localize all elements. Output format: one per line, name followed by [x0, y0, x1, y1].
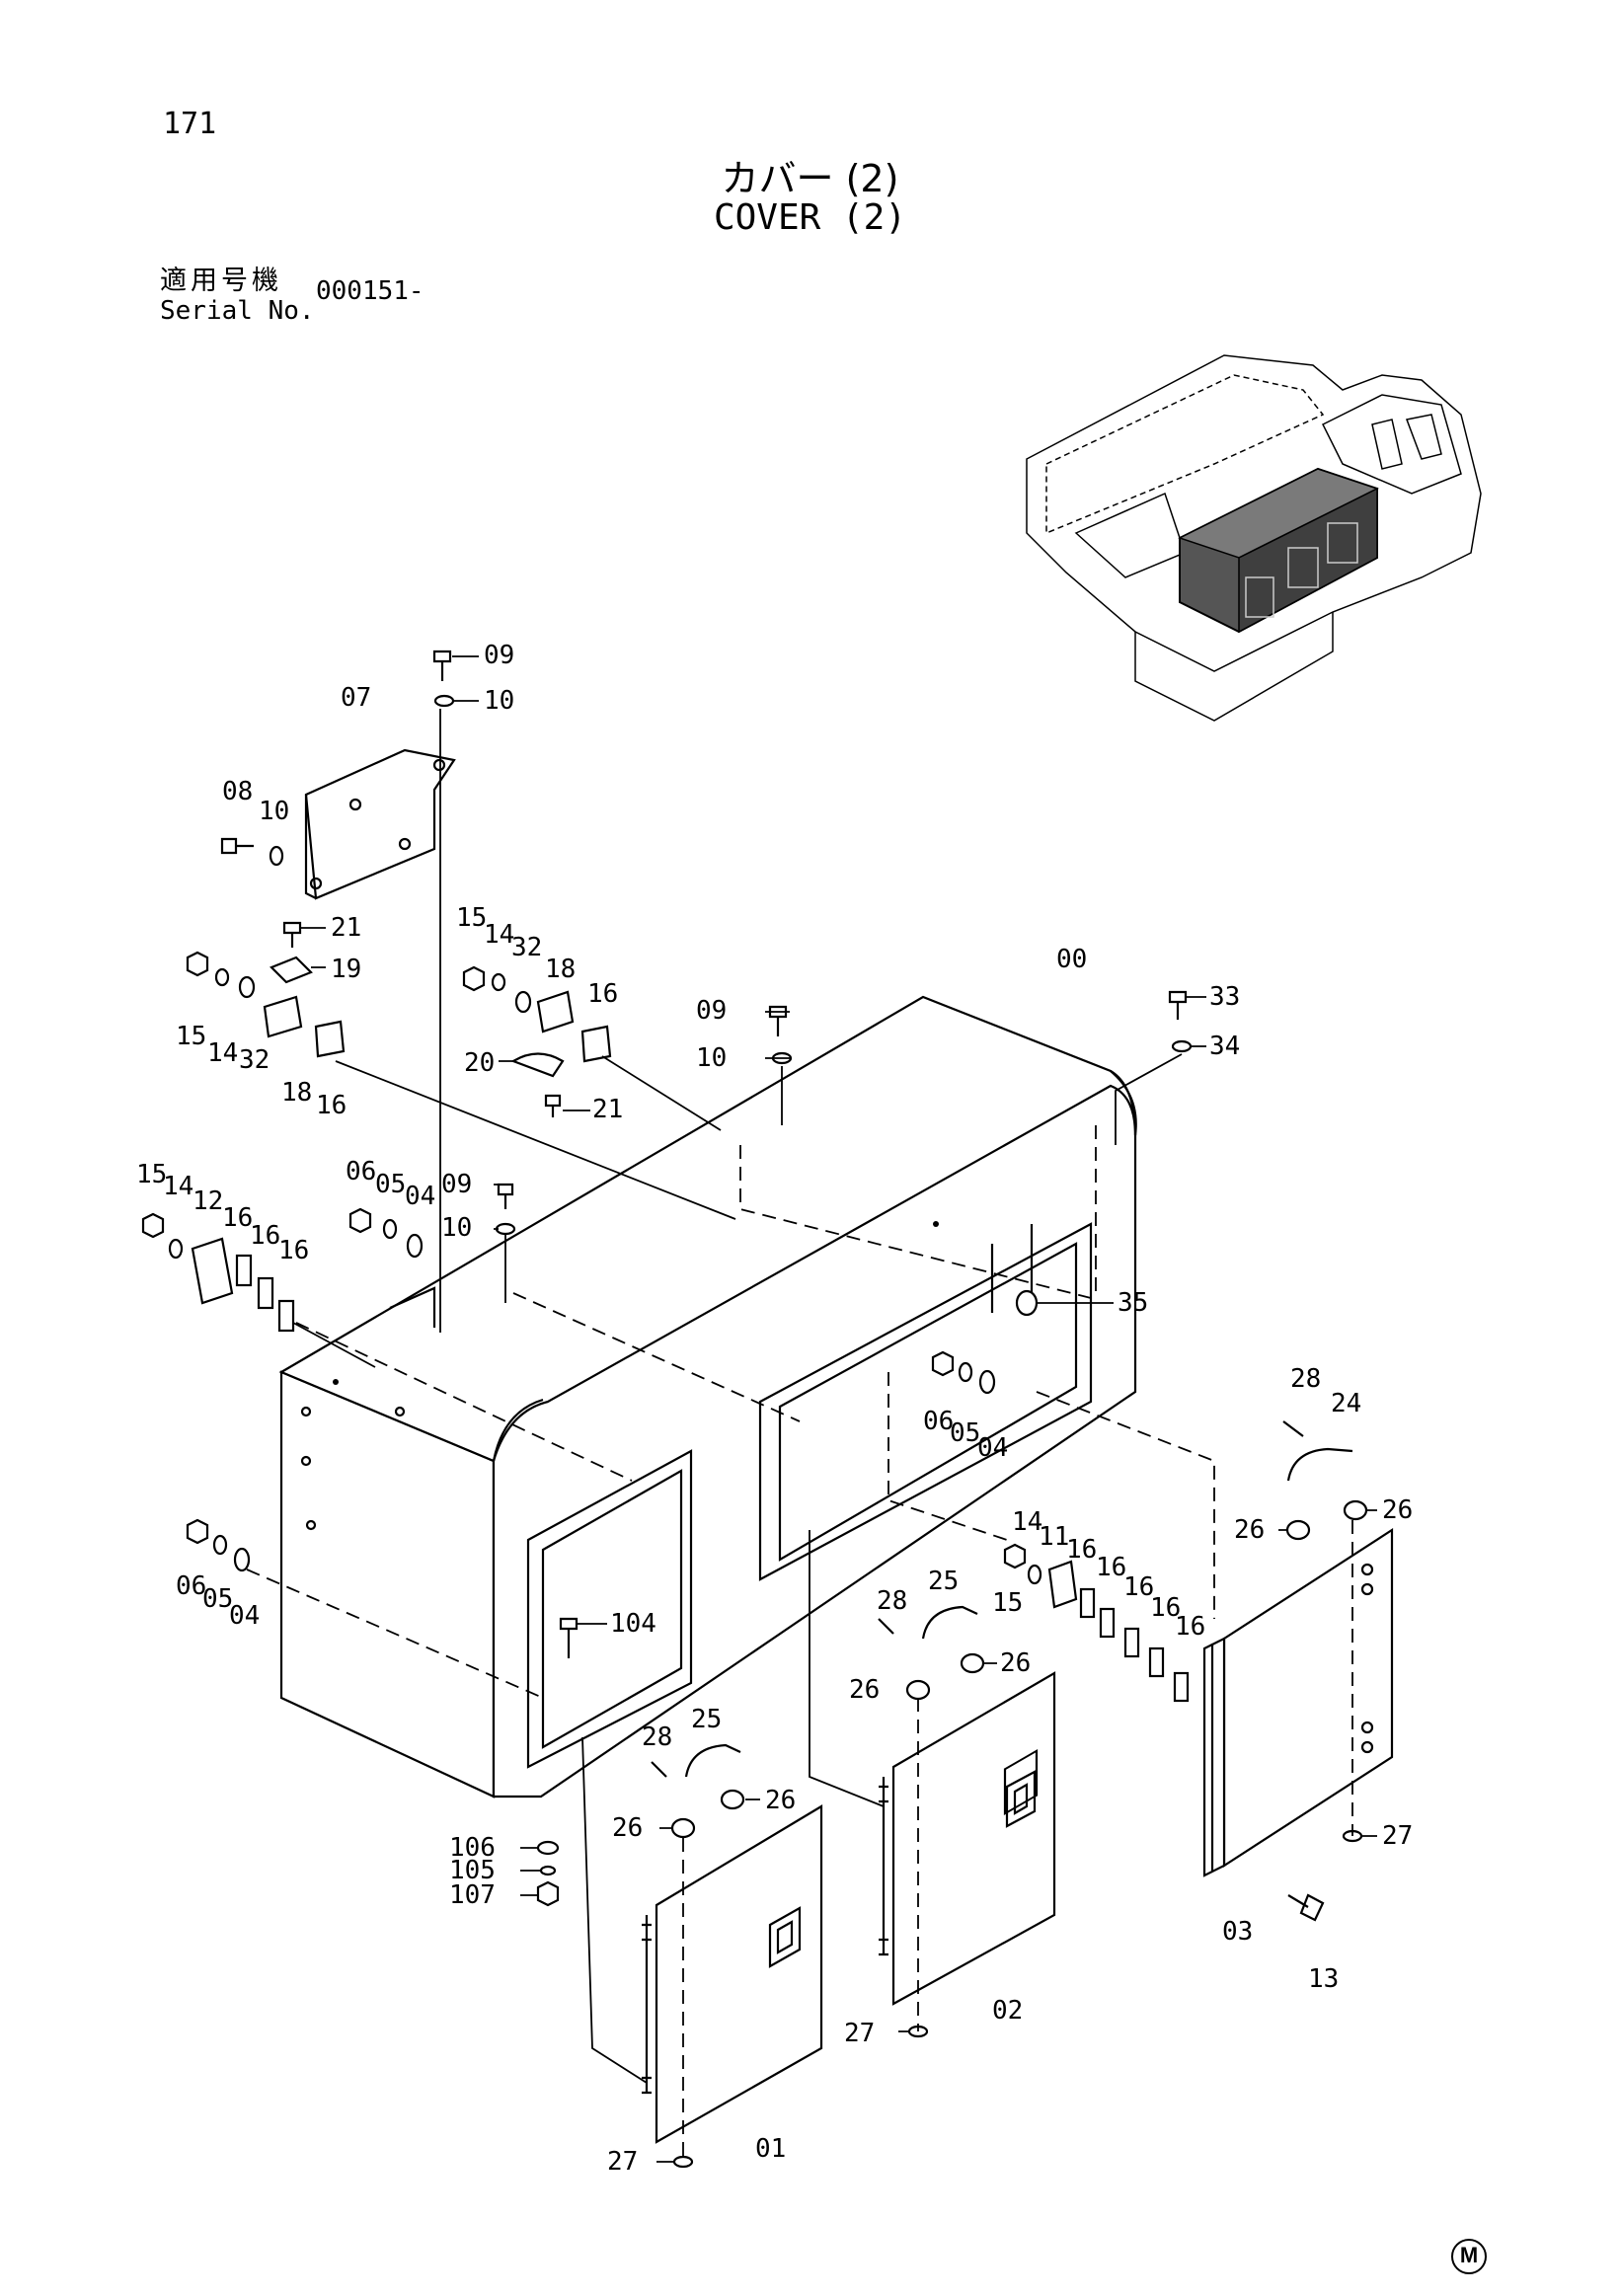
callout-28: 28	[1290, 1364, 1321, 1394]
hardware-parts	[141, 650, 1368, 2169]
callout-16: 16	[587, 979, 618, 1009]
callout-01: 01	[755, 2134, 786, 2164]
callout-15: 15	[136, 1160, 167, 1189]
callout-leaders	[301, 655, 1377, 2163]
callout-27: 27	[607, 2147, 638, 2177]
machine-overview-thumbnail	[1026, 354, 1482, 722]
serial-label-jp: 適用号機	[160, 266, 282, 296]
callout-14: 14	[163, 1172, 193, 1201]
callout-16: 16	[250, 1221, 280, 1251]
callout-25: 25	[928, 1567, 959, 1596]
callout-10: 10	[696, 1043, 727, 1073]
callout-13: 13	[1308, 1964, 1339, 1994]
callout-35: 35	[1118, 1288, 1148, 1318]
callout-104: 104	[610, 1609, 656, 1639]
callout-105: 105	[449, 1856, 496, 1885]
callout-14: 14	[1012, 1507, 1042, 1537]
callout-labels: 09 10 07 08 10 21 19 15 14 32 18 16 15 1…	[136, 641, 1413, 2177]
callout-16: 16	[222, 1203, 253, 1233]
callout-04: 04	[977, 1433, 1008, 1463]
callout-106: 106	[449, 1833, 496, 1863]
callout-26: 26	[1382, 1495, 1413, 1525]
callout-16: 16	[1150, 1593, 1181, 1623]
page-title-en: COVER (2)	[713, 197, 907, 238]
page-number: 171	[163, 107, 217, 141]
callout-07: 07	[341, 683, 371, 713]
callout-26: 26	[1000, 1648, 1031, 1678]
callout-27: 27	[1382, 1821, 1413, 1851]
callout-14: 14	[484, 920, 514, 950]
callout-107: 107	[449, 1880, 496, 1910]
callout-15: 15	[456, 903, 487, 933]
manufacturer-mark-icon: M	[1451, 2239, 1487, 2274]
callout-33: 33	[1209, 982, 1240, 1012]
callout-10: 10	[259, 797, 289, 826]
callout-28: 28	[877, 1586, 907, 1616]
callout-10: 10	[484, 686, 514, 716]
callout-28: 28	[642, 1722, 672, 1752]
callout-20: 20	[464, 1048, 495, 1078]
callout-11: 11	[1039, 1522, 1069, 1552]
callout-26: 26	[612, 1813, 643, 1843]
callout-18: 18	[281, 1078, 312, 1108]
callout-00: 00	[1056, 945, 1087, 974]
callout-09: 09	[441, 1170, 472, 1199]
callout-04: 04	[405, 1182, 435, 1211]
callout-05: 05	[202, 1584, 233, 1614]
callout-26: 26	[765, 1786, 796, 1815]
page-title-jp: カバー (2)	[721, 157, 899, 200]
callout-16: 16	[1096, 1553, 1126, 1582]
callout-03: 03	[1222, 1917, 1253, 1947]
callout-04: 04	[229, 1601, 260, 1631]
callout-14: 14	[207, 1038, 238, 1068]
callout-32: 32	[239, 1045, 270, 1075]
callout-08: 08	[222, 777, 253, 806]
callout-32: 32	[511, 933, 542, 962]
callout-24: 24	[1331, 1389, 1361, 1418]
callout-26: 26	[849, 1675, 880, 1705]
callout-06: 06	[176, 1571, 206, 1601]
callout-25: 25	[691, 1705, 722, 1734]
callout-06: 06	[923, 1407, 954, 1436]
callout-09: 09	[484, 641, 514, 670]
callout-06: 06	[346, 1157, 376, 1186]
callout-09: 09	[696, 996, 727, 1026]
door-01	[642, 1804, 823, 2144]
callout-02: 02	[992, 1996, 1023, 2026]
assembly-lines	[246, 709, 1353, 2162]
callout-15: 15	[992, 1588, 1023, 1618]
callout-18: 18	[545, 955, 576, 984]
callout-15: 15	[176, 1022, 206, 1051]
callout-16: 16	[1175, 1612, 1205, 1642]
callout-26: 26	[1234, 1515, 1265, 1545]
callout-16: 16	[1066, 1535, 1097, 1565]
callout-21: 21	[592, 1095, 623, 1124]
callout-19: 19	[331, 955, 361, 984]
callout-21: 21	[331, 913, 361, 943]
callout-16: 16	[1123, 1572, 1154, 1602]
cover-body-00	[278, 995, 1215, 1799]
serial-value: 000151-	[316, 276, 424, 306]
callout-16: 16	[278, 1236, 309, 1265]
callout-34: 34	[1209, 1032, 1240, 1061]
callout-12: 12	[193, 1186, 223, 1216]
door-02	[879, 1671, 1056, 2006]
callout-16: 16	[316, 1091, 347, 1120]
callout-27: 27	[844, 2019, 875, 2048]
serial-label-en: Serial No.	[160, 296, 315, 326]
plate-07	[304, 748, 456, 900]
callout-05: 05	[950, 1418, 980, 1448]
door-03	[1202, 1527, 1394, 1877]
callout-10: 10	[441, 1213, 472, 1243]
callout-05: 05	[375, 1170, 406, 1199]
